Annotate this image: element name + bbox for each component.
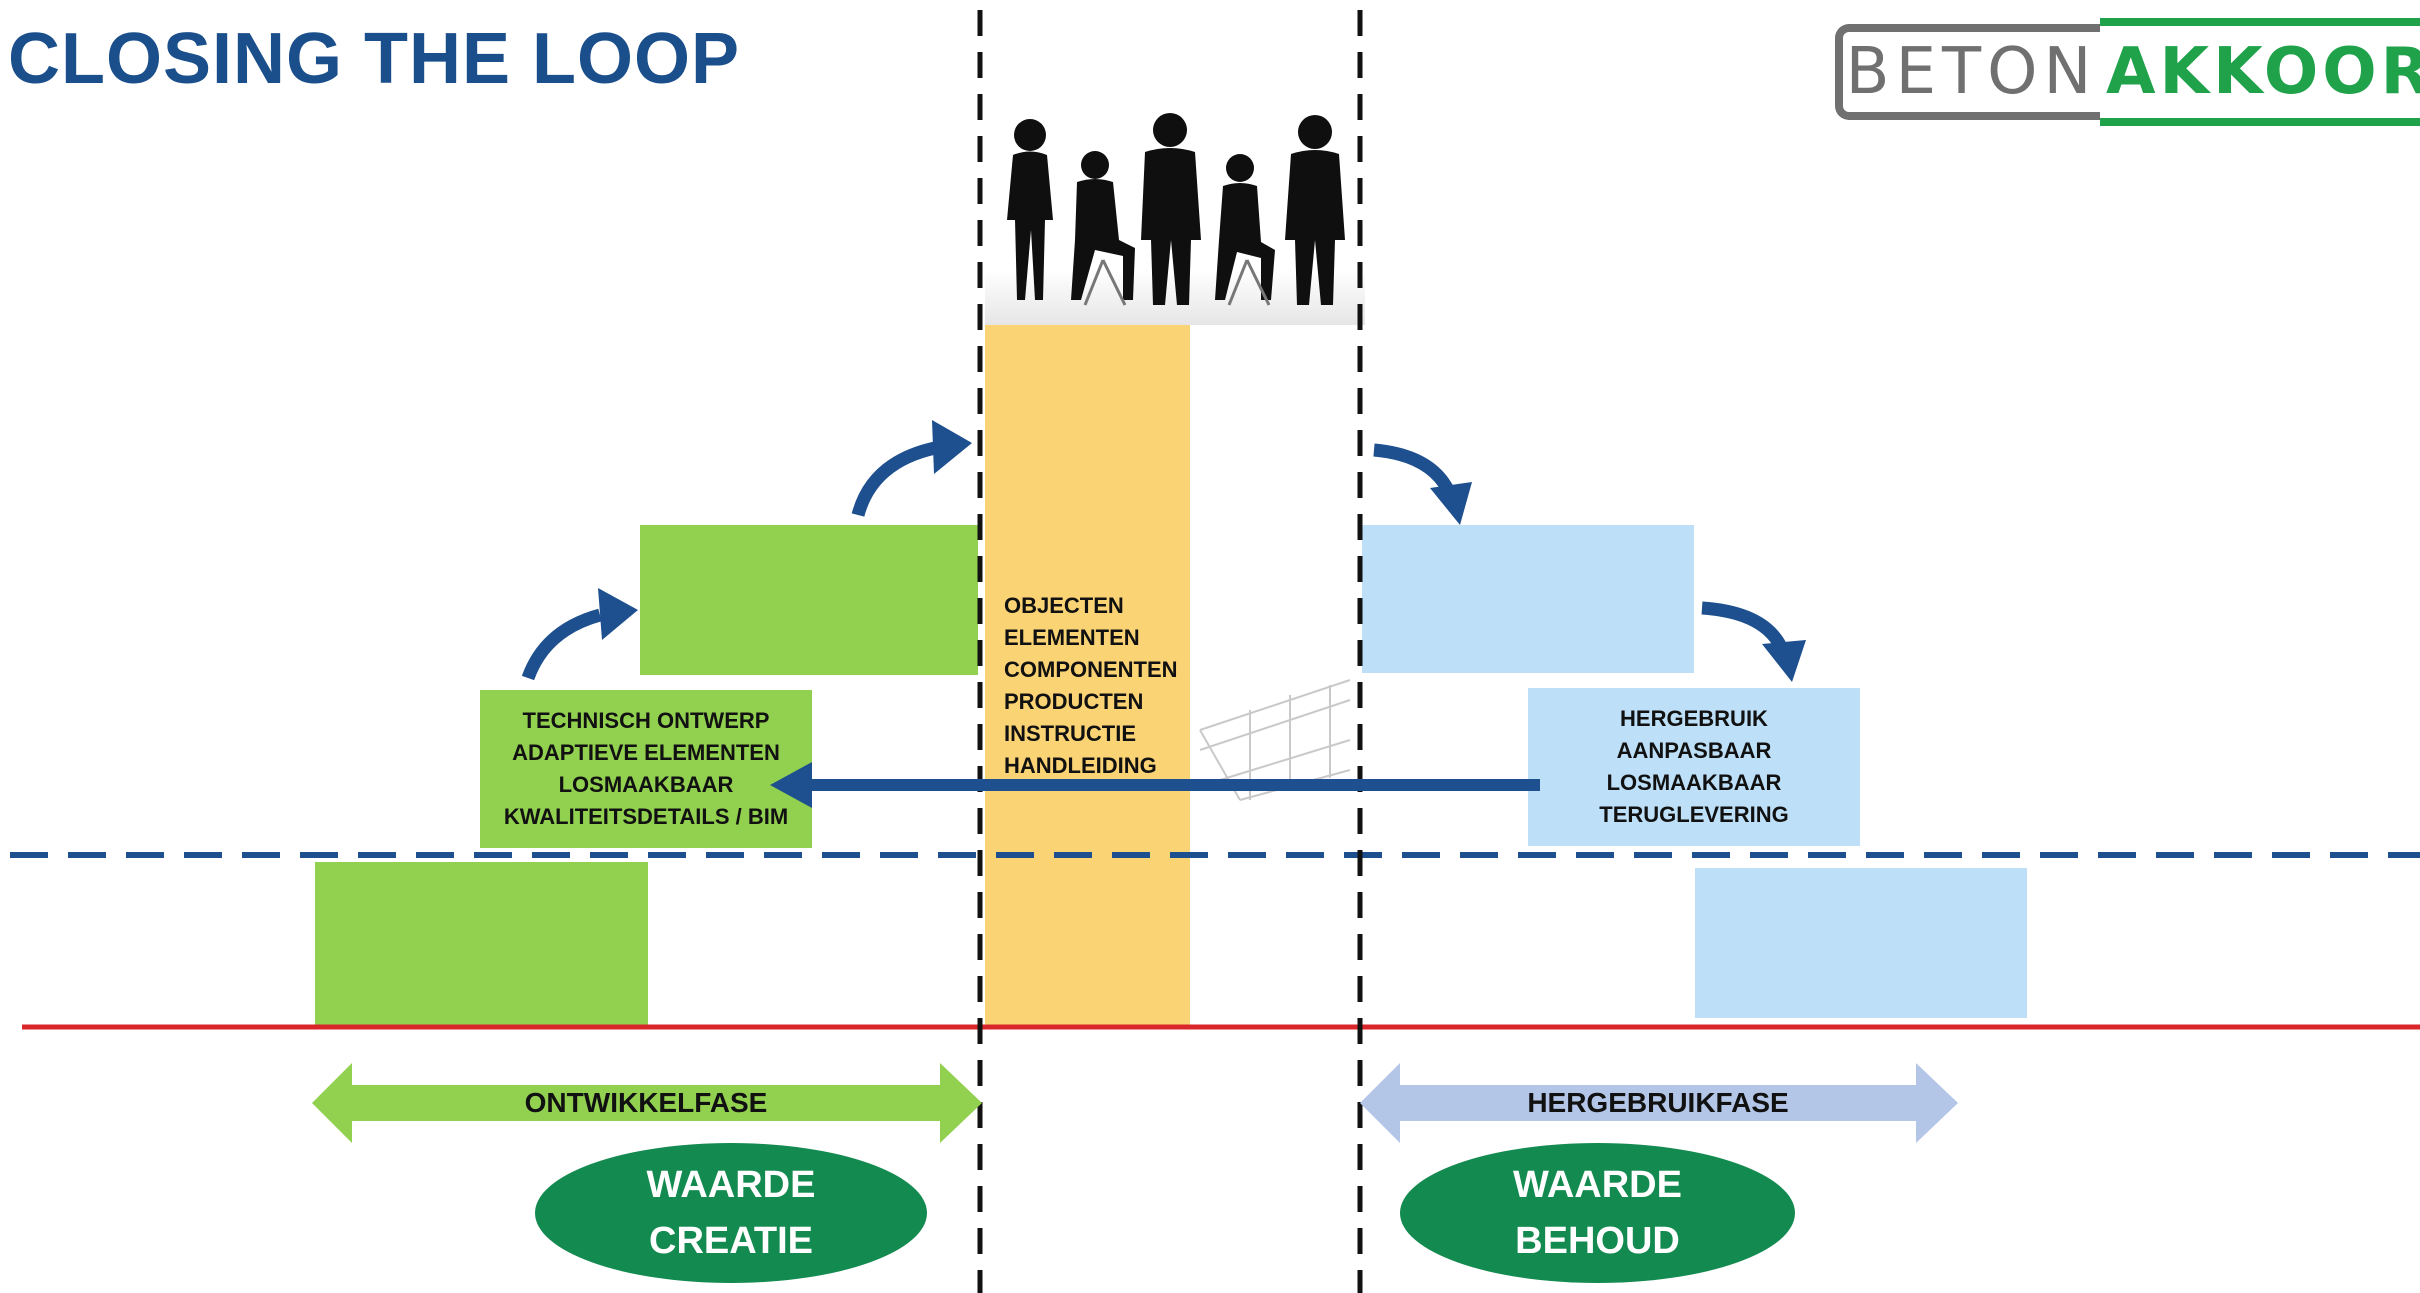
curved-arrow-right-lower xyxy=(1701,601,1786,649)
business-people-silhouette-icon xyxy=(985,113,1365,325)
left-box-line-4: KWALITEITSDETAILS / BIM xyxy=(503,804,789,829)
curved-arrow-right-upper xyxy=(1373,443,1454,494)
curved-arrow-right-upper-head xyxy=(1430,482,1472,525)
page-title: CLOSING THE LOOP xyxy=(8,19,741,99)
phase-label-ontwikkelfase: ONTWIKKELFASE xyxy=(524,1087,768,1118)
beton-akkoord-logo: BETON AKKOORD xyxy=(1835,18,2420,126)
center-column-text: OBJECTEN ELEMENTEN COMPONENTEN PRODUCTEN… xyxy=(1004,590,1178,782)
ellipse-waarde-behoud: WAARDE BEHOUD xyxy=(1400,1143,1795,1283)
curved-arrow-left-lower xyxy=(521,608,602,681)
ellipse-right-line-1: WAARDE xyxy=(1513,1164,1682,1206)
left-box-line-3: LOSMAAKBAAR xyxy=(558,772,734,797)
phase-label-hergebruikfase: HERGEBRUIKFASE xyxy=(1527,1087,1789,1118)
right-box-line-2: AANPASBAAR xyxy=(1616,738,1772,763)
right-box-line-4: TERUGLEVERING xyxy=(1599,802,1789,827)
green-step-lower xyxy=(315,862,648,1027)
ontwikkelfase-double-arrow xyxy=(312,1063,982,1143)
logo-part-akkoord: AKKOORD xyxy=(2100,18,2420,126)
green-step-upper xyxy=(640,525,978,675)
center-item-objecten: OBJECTEN xyxy=(1004,593,1124,618)
center-item-elementen: ELEMENTEN xyxy=(1004,625,1140,650)
center-item-handleiding: HANDLEIDING xyxy=(1004,753,1157,778)
ellipse-right-line-2: BEHOUD xyxy=(1515,1220,1680,1262)
center-item-instructie: INSTRUCTIE xyxy=(1004,721,1136,746)
curved-arrow-left-lower-head xyxy=(598,588,638,640)
hergebruikfase-double-arrow xyxy=(1360,1063,1958,1143)
yellow-column xyxy=(985,325,1190,1027)
curved-arrow-right-lower-head xyxy=(1762,640,1806,682)
return-arrow-head xyxy=(770,762,812,808)
right-box-line-1: HERGEBRUIK xyxy=(1620,706,1768,731)
ellipse-left-line-1: WAARDE xyxy=(646,1164,816,1206)
green-step-middle: TECHNISCH ONTWERP ADAPTIEVE ELEMENTEN LO… xyxy=(480,690,812,848)
ellipse-waarde-creatie: WAARDE CREATIE xyxy=(535,1143,927,1283)
center-item-componenten: COMPONENTEN xyxy=(1004,657,1178,682)
blue-step-middle: HERGEBRUIK AANPASBAAR LOSMAAKBAAR TERUGL… xyxy=(1528,688,1860,846)
logo-part-beton: BETON xyxy=(1835,24,2100,120)
left-box-line-1: TECHNISCH ONTWERP xyxy=(522,708,770,733)
blue-step-upper xyxy=(1362,525,1694,673)
left-box-line-2: ADAPTIEVE ELEMENTEN xyxy=(512,740,780,765)
right-box-line-3: LOSMAAKBAAR xyxy=(1606,770,1782,795)
ellipse-left-line-2: CREATIE xyxy=(649,1220,813,1262)
center-item-producten: PRODUCTEN xyxy=(1004,689,1144,714)
curved-arrow-left-upper-head xyxy=(932,420,972,474)
curved-arrow-left-upper xyxy=(851,441,937,517)
blue-step-lower xyxy=(1695,868,2027,1018)
structure-sketch-icon xyxy=(1199,679,1351,801)
